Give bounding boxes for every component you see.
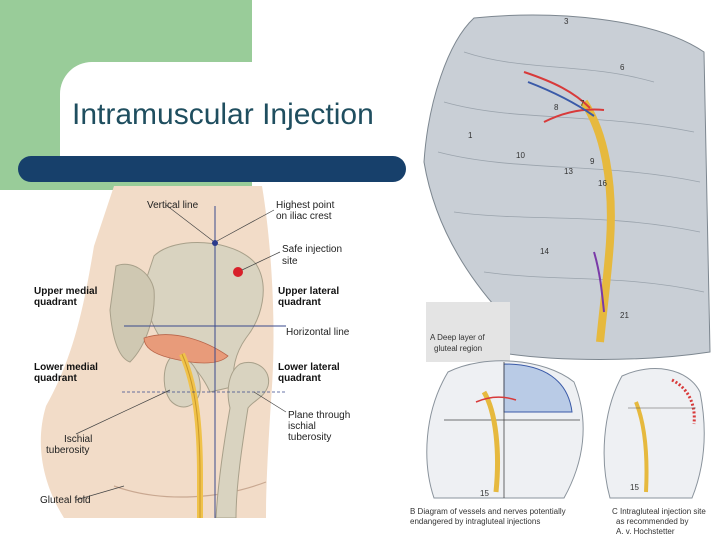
label-vertical-line: Vertical line xyxy=(147,200,199,211)
panel-c-hochstetter-site: 15 C Intragluteal injection site as reco… xyxy=(603,368,706,536)
gluteal-fold-curve xyxy=(113,481,267,498)
gluteal-anatomy-figures: 3 6 7 8 9 13 16 1 10 14 21 A Deep layer … xyxy=(410,14,711,536)
label-highest-point-1: Highest point xyxy=(276,200,335,211)
num-21: 21 xyxy=(620,311,629,320)
highest-point-dot xyxy=(212,240,218,246)
caption-c-1: C Intragluteal injection site xyxy=(612,507,706,516)
num-14: 14 xyxy=(540,247,549,256)
panel-a-deep-layer: 3 6 7 8 9 13 16 1 10 14 21 A Deep layer … xyxy=(423,14,711,362)
label-highest-point-2: on iliac crest xyxy=(276,211,332,222)
label-lower-lateral-2: quadrant xyxy=(278,373,321,384)
label-upper-lateral-2: quadrant xyxy=(278,297,321,308)
leader-safe xyxy=(241,251,281,271)
label-plane-1: Plane through xyxy=(288,410,350,421)
caption-c-2: as recommended by xyxy=(616,517,688,526)
label-lower-medial-2: quadrant xyxy=(34,373,77,384)
num-8: 8 xyxy=(554,103,559,112)
num-1: 1 xyxy=(468,131,473,140)
leader-highest xyxy=(216,209,275,242)
label-gluteal-fold: Gluteal fold xyxy=(40,495,91,506)
label-lower-medial-1: Lower medial xyxy=(34,362,98,373)
safe-injection-dot xyxy=(233,267,243,277)
caption-a-1: A Deep layer of xyxy=(430,333,485,342)
caption-b-1: B Diagram of vessels and nerves potentia… xyxy=(410,507,566,516)
sacrum-bone xyxy=(109,263,155,363)
label-safe-site-1: Safe injection xyxy=(282,244,342,255)
label-upper-medial-2: quadrant xyxy=(34,297,77,308)
femur-bone xyxy=(215,362,270,518)
label-upper-medial-1: Upper medial xyxy=(34,286,98,297)
num-15-c: 15 xyxy=(630,483,639,492)
label-plane-3: tuberosity xyxy=(288,432,331,443)
title-underline-bar xyxy=(18,156,406,182)
num-10: 10 xyxy=(516,151,525,160)
caption-c-3: A. v. Hochstetter xyxy=(616,527,675,536)
label-ischial-1: Ischial xyxy=(64,434,92,445)
num-16: 16 xyxy=(598,179,607,188)
leader-gluteal xyxy=(75,485,125,501)
label-lower-lateral-1: Lower lateral xyxy=(278,362,340,373)
num-3: 3 xyxy=(564,17,569,26)
leader-ischial xyxy=(75,389,171,435)
piriformis-muscle xyxy=(143,334,229,364)
caption-a-2: gluteal region xyxy=(434,344,482,353)
leader-plane xyxy=(253,391,287,413)
label-upper-lateral-1: Upper lateral xyxy=(278,286,339,297)
label-ischial-2: tuberosity xyxy=(46,445,89,456)
num-15-b: 15 xyxy=(480,489,489,498)
gluteal-quadrant-diagram: Vertical line Highest point on iliac cre… xyxy=(34,186,350,518)
label-plane-2: ischial xyxy=(288,421,316,432)
num-9: 9 xyxy=(590,157,595,166)
caption-b-2: endangered by intragluteal injections xyxy=(410,517,540,526)
num-7: 7 xyxy=(580,99,585,108)
label-horizontal-line: Horizontal line xyxy=(286,327,350,338)
leader-vertical xyxy=(165,204,214,242)
num-13: 13 xyxy=(564,167,573,176)
sciatic-nerve-outline xyxy=(181,353,201,518)
num-6: 6 xyxy=(620,63,625,72)
panel-b-vessel-diagram: 15 B Diagram of vessels and nerves poten… xyxy=(410,360,584,526)
slide-title: Intramuscular Injection xyxy=(72,98,374,131)
label-safe-site-2: site xyxy=(282,256,298,267)
